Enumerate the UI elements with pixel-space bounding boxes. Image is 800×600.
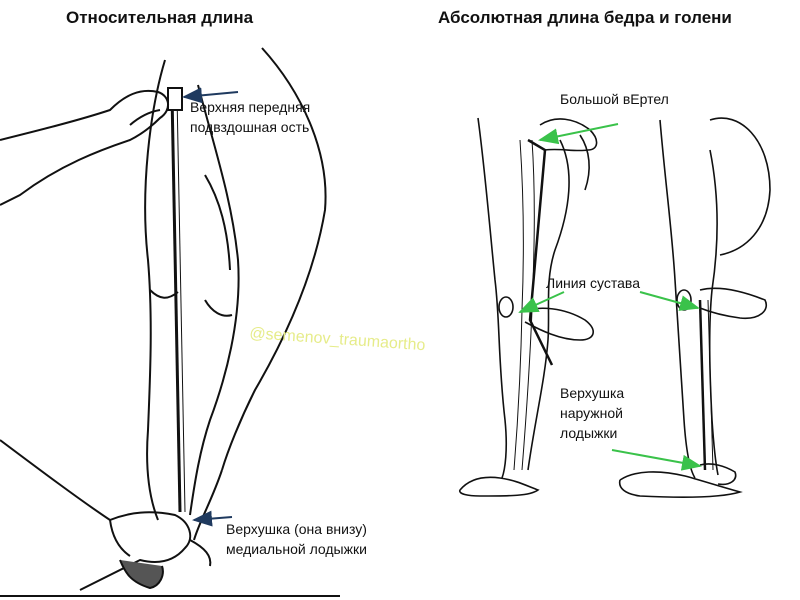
medial-malleolus-label-line1: Верхушка (она внизу) xyxy=(226,521,367,537)
left-examiner-hands xyxy=(0,90,212,591)
asis-label-line1: Верхняя передняя xyxy=(190,99,311,115)
right-title: Абсолютная длина бедра и голени xyxy=(438,8,732,27)
medial-malleolus-label-line2: медиальной лодыжки xyxy=(226,541,367,557)
left-title: Относительная длина xyxy=(66,8,254,27)
lateral-malleolus-label-line2: наружной xyxy=(560,405,624,421)
lateral-malleolus-arrow xyxy=(611,449,702,471)
greater-trochanter-label: Большой вЕртел xyxy=(560,91,669,107)
lateral-malleolus-label-line1: Верхушка xyxy=(560,385,625,401)
joint-line-arrow-left xyxy=(518,291,565,313)
joint-line-arrow-right xyxy=(639,291,700,311)
right-examiner-hands xyxy=(519,118,767,486)
left-leg-drawing xyxy=(0,47,340,597)
asis-arrow xyxy=(182,87,239,104)
greater-trochanter-arrow xyxy=(538,123,619,145)
asis-label-line2: подвздошная ость xyxy=(190,119,310,135)
medial-malleolus-arrow xyxy=(192,510,233,527)
lateral-malleolus-label-line3: лодыжки xyxy=(560,425,618,441)
joint-line-label: Линия сустава xyxy=(546,275,640,291)
